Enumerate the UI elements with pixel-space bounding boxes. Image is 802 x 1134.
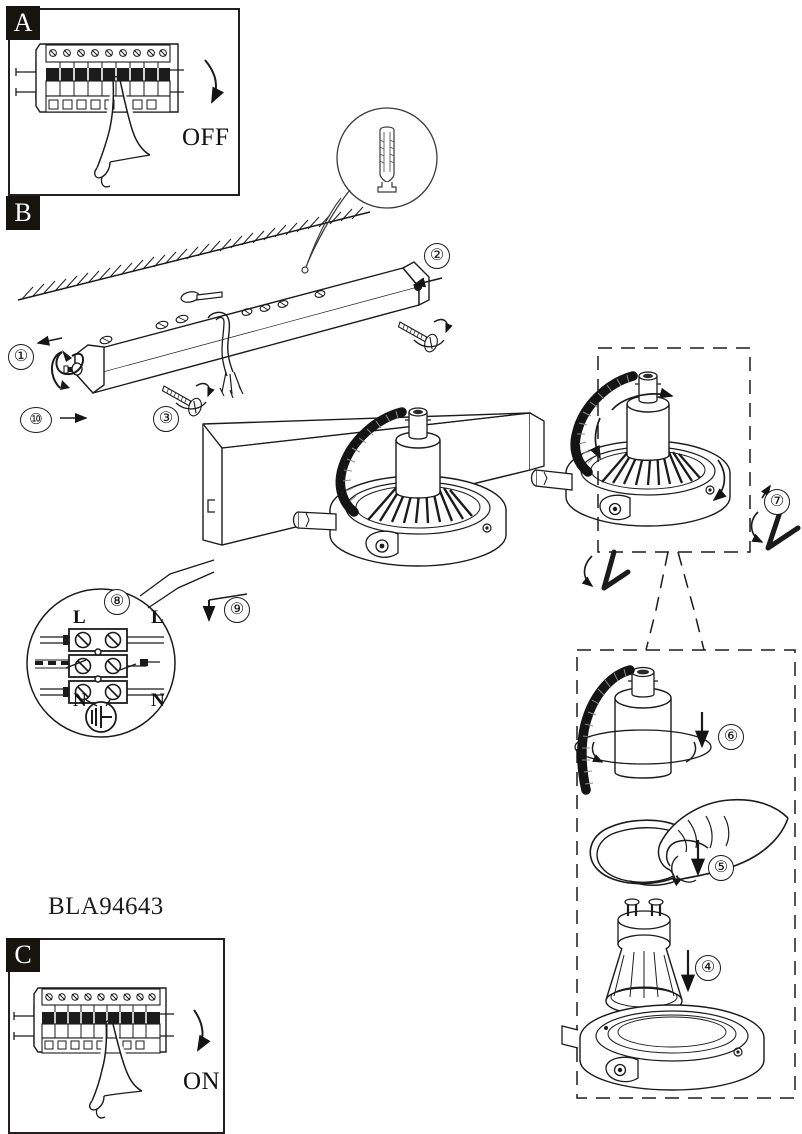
exploded-leader-lines — [645, 551, 705, 651]
label-on: ON — [183, 1068, 221, 1095]
panel-a-illustration — [15, 43, 224, 188]
step-number-1: ① — [8, 344, 34, 370]
spot-head-left — [292, 407, 507, 567]
terminal-label-n-left: N — [73, 690, 87, 711]
lamp-housing-step-6 — [574, 665, 712, 795]
spot-head-right — [530, 371, 731, 527]
step-9-arrow — [202, 593, 248, 622]
panel-badge-b: B — [6, 196, 40, 230]
step-number-9: ⑨ — [224, 597, 250, 623]
fixing-screws — [157, 318, 453, 419]
step-number-4: ④ — [695, 955, 721, 981]
wiring-detail-circle — [26, 559, 215, 738]
panel-badge-a: A — [6, 6, 40, 40]
spotlight-bar-body — [202, 412, 545, 546]
terminal-label-l-left: L — [73, 607, 86, 628]
panel-badge-c: C — [6, 938, 40, 972]
step-1-rotation-arrow — [36, 335, 84, 390]
retaining-ring-step-5 — [589, 798, 789, 887]
wall-anchor-callout — [301, 107, 438, 274]
step-number-3: ③ — [153, 406, 179, 432]
panel-c-illustration — [13, 987, 211, 1119]
step-number-10: ⑩ — [20, 407, 52, 433]
step-2-arrow — [412, 277, 443, 288]
terminal-label-n-right: N — [151, 690, 165, 711]
mounting-bracket — [63, 261, 430, 399]
product-code: BLA94643 — [48, 893, 164, 920]
callout-box-lower — [576, 649, 796, 1099]
wall-hatching — [17, 206, 371, 301]
step-number-2: ② — [424, 243, 450, 269]
label-off: OFF — [182, 124, 230, 151]
callout-box-step-7 — [597, 347, 751, 553]
step-number-8: ⑧ — [104, 589, 130, 615]
gu10-lamp-step-4 — [605, 898, 696, 1015]
hex-key-tools — [581, 484, 801, 591]
ring-collar-exploded — [561, 1004, 765, 1091]
terminal-label-l-right: L — [151, 607, 164, 628]
step-number-6: ⑥ — [718, 724, 744, 750]
step-number-7: ⑦ — [764, 489, 790, 515]
step-number-5: ⑤ — [708, 855, 734, 881]
